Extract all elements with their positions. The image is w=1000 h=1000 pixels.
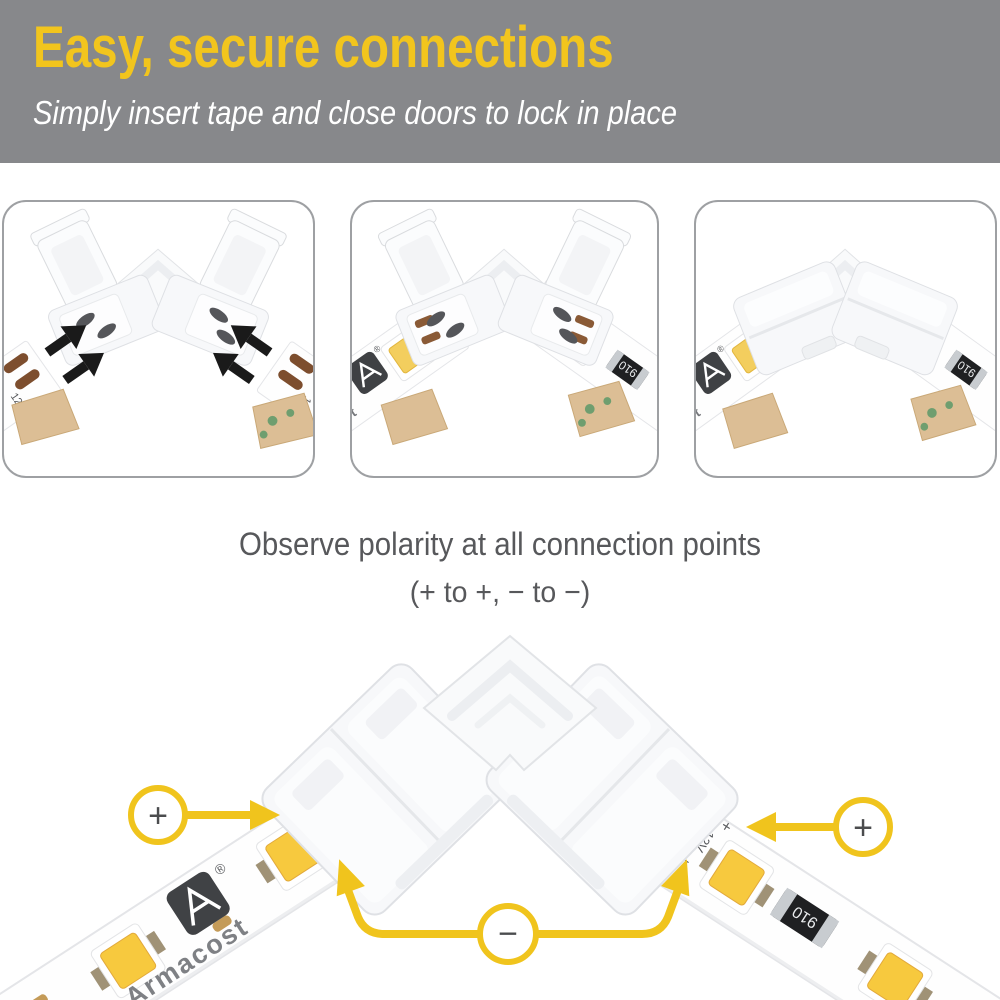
- page-title: Easy, secure connections: [33, 15, 614, 80]
- plus-badge: [128, 785, 188, 845]
- plus-annotation-left: +: [128, 785, 280, 845]
- arrow-left-icon: [746, 812, 776, 842]
- door-open-left: [377, 208, 464, 310]
- step3-illustration: Armacost ®: [696, 248, 995, 476]
- plus-sign: +: [148, 797, 168, 835]
- arrow-up-icon: [336, 859, 365, 897]
- adhesive-backing-left: [11, 388, 80, 446]
- minus-sign: −: [498, 915, 518, 953]
- corner-connector-open: [377, 208, 632, 366]
- step-panel-doors-closed: Armacost ®: [694, 200, 997, 478]
- insert-arrow-icons-left: [44, 325, 105, 385]
- clamp-closed-left: [733, 261, 860, 376]
- door-open-left: [30, 208, 118, 310]
- step1-illustration: + 12V − − 12V +: [4, 208, 313, 476]
- polarity-note-line2: (+ to +, − to −): [409, 576, 591, 609]
- polarity-illustration: ® Armacost + 12V −: [0, 628, 1000, 1000]
- page-subtitle: Simply insert tape and close doors to lo…: [33, 94, 678, 131]
- connector-clamp-left: [261, 663, 515, 916]
- insert-arrow-icons-right: [212, 325, 273, 385]
- step2-illustration: Armacost ®: [352, 208, 657, 476]
- arrow-right-icon: [250, 800, 280, 830]
- corner-connector-closed: [733, 248, 958, 376]
- clamp-closed-right: [831, 261, 958, 376]
- led: [857, 943, 934, 1000]
- minus-annotation: −: [336, 859, 690, 965]
- armacost-logo: [696, 351, 732, 394]
- clamp-body-left: [395, 274, 512, 366]
- header-banner: Easy, secure connections Simply insert t…: [0, 0, 1000, 163]
- step-panel-strips-inserted: Armacost ®: [350, 200, 659, 478]
- polarity-note: Observe polarity at all connection point…: [0, 526, 1000, 610]
- hero-illustration: ® Armacost + 12V −: [0, 634, 1000, 1000]
- polarity-note-line1: Observe polarity at all connection point…: [238, 526, 762, 562]
- resistor: 910: [769, 887, 840, 949]
- registered-mark: ®: [715, 343, 726, 355]
- adhesive-backing-right: [567, 380, 636, 438]
- step-panel-insert-strips: + 12V − − 12V +: [2, 200, 315, 478]
- plus-sign: +: [853, 809, 873, 847]
- adhesive-backing-right: [910, 384, 977, 442]
- clamp-body-right: [497, 274, 614, 366]
- corner-connector: [422, 634, 598, 772]
- plus-annotation-right: +: [746, 797, 893, 857]
- door-open-right: [199, 208, 287, 310]
- led: [698, 840, 775, 915]
- minus-badge: [477, 903, 539, 965]
- led: [90, 923, 167, 999]
- resistor: 910: [944, 349, 988, 391]
- arrow-up-icon: [661, 859, 690, 897]
- armacost-logo: [352, 351, 388, 394]
- adhesive-backing-left: [722, 392, 789, 450]
- registered-mark: ®: [372, 343, 383, 355]
- plus-badge: [833, 797, 893, 857]
- armacost-logo: [166, 871, 230, 935]
- resistor: 910: [605, 349, 650, 391]
- adhesive-backing-left: [380, 388, 449, 446]
- polarity-annotations: + + −: [128, 785, 893, 965]
- adhesive-backing-right: [252, 392, 313, 450]
